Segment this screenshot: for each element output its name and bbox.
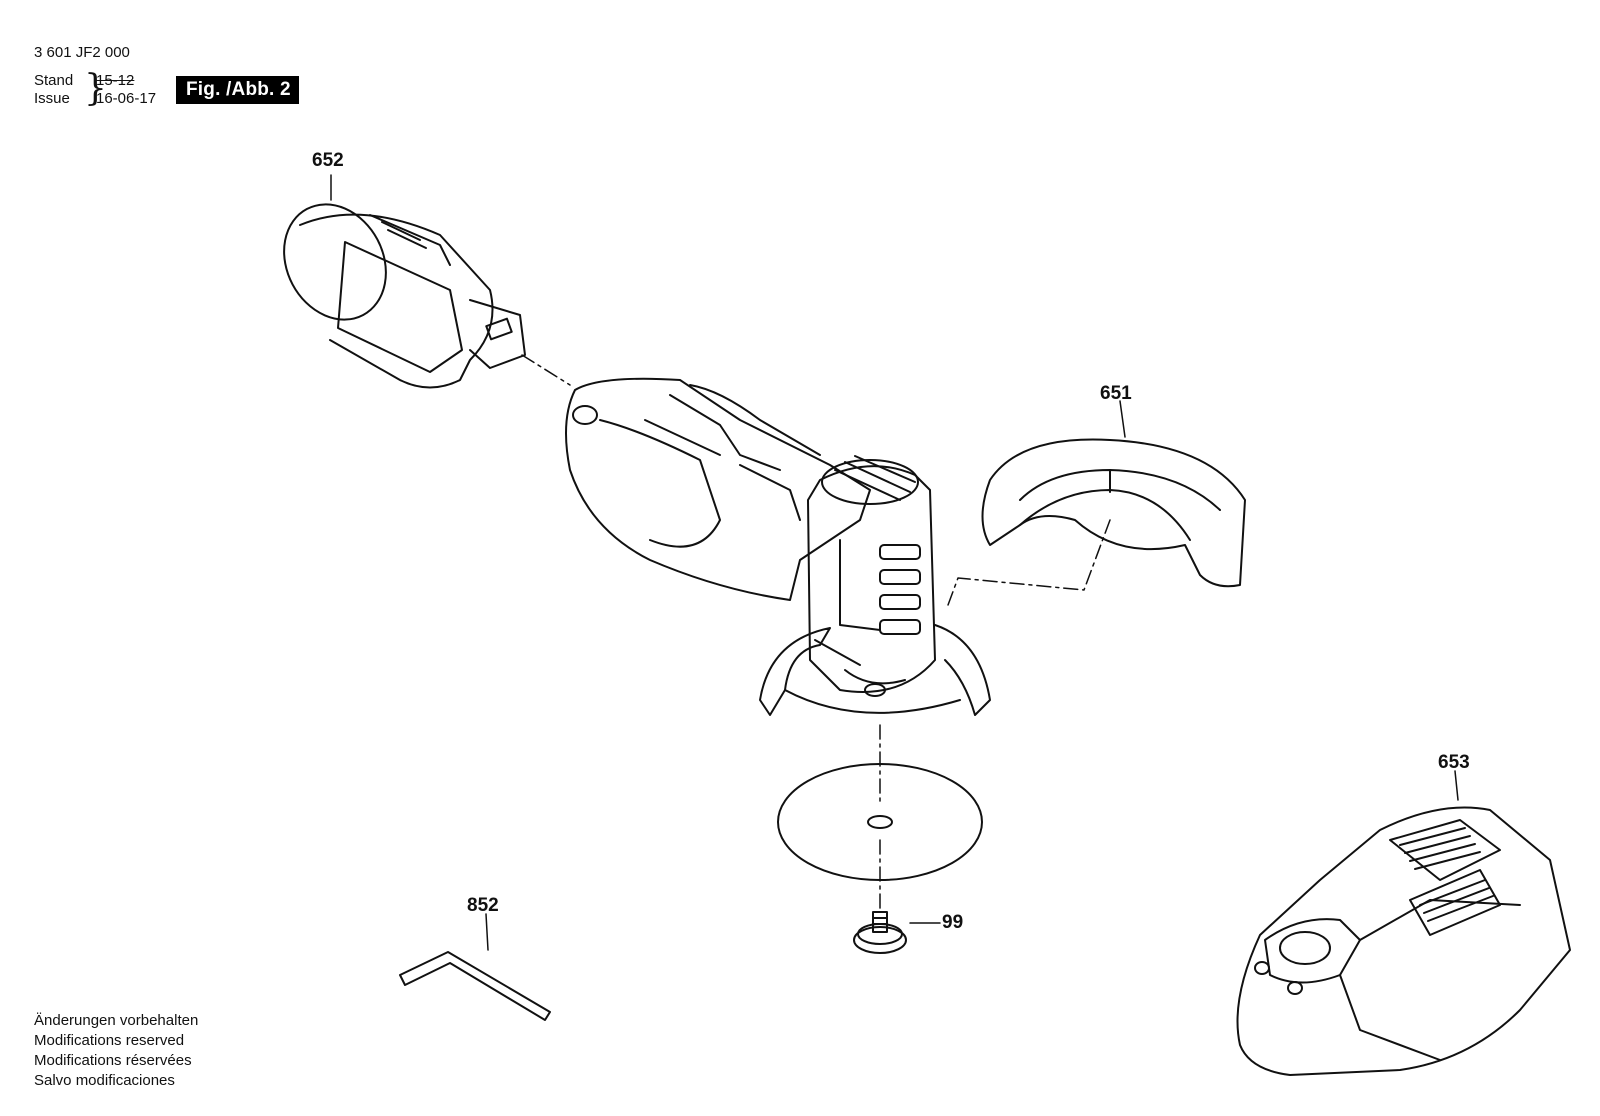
- wheel-guard: [981, 438, 1246, 588]
- cutting-disc: [777, 763, 983, 881]
- callout-guard: 651: [1100, 383, 1132, 404]
- footer-notes: Änderungen vorbehalten Modifications res…: [34, 1011, 198, 1091]
- callout-hex-key: 852: [467, 895, 499, 916]
- lower-guard: [759, 624, 991, 716]
- battery-pack: [283, 203, 526, 389]
- grinder-body: [565, 377, 936, 697]
- figure-label: Fig. /Abb. 2: [176, 76, 299, 104]
- part-number: 3 601 JF2 000: [34, 44, 130, 61]
- revision-dates: 15-12 16-06-17: [96, 72, 156, 108]
- assembly-lines: [521, 354, 1111, 913]
- issue-date: 16-06-17: [96, 90, 157, 107]
- battery-charger: [1236, 806, 1571, 1076]
- footer-line-de: Änderungen vorbehalten: [34, 1012, 199, 1029]
- footer-line-en: Modifications reserved: [34, 1032, 185, 1049]
- callout-battery: 652: [312, 150, 344, 171]
- hex-key: [399, 951, 551, 1021]
- footer-line-fr: Modifications réservées: [34, 1052, 192, 1069]
- footer-line-es: Salvo modificaciones: [34, 1072, 175, 1089]
- brace-glyph: }: [84, 68, 107, 109]
- revision-labels: Stand Issue: [34, 72, 80, 108]
- callout-charger: 653: [1438, 752, 1470, 773]
- stand-date: 15-12: [96, 72, 135, 89]
- leader-lines: [330, 174, 1459, 951]
- callout-screw: 99: [942, 912, 964, 933]
- issue-label: Issue: [34, 90, 70, 107]
- stand-label: Stand: [34, 72, 74, 89]
- screw: [853, 911, 907, 954]
